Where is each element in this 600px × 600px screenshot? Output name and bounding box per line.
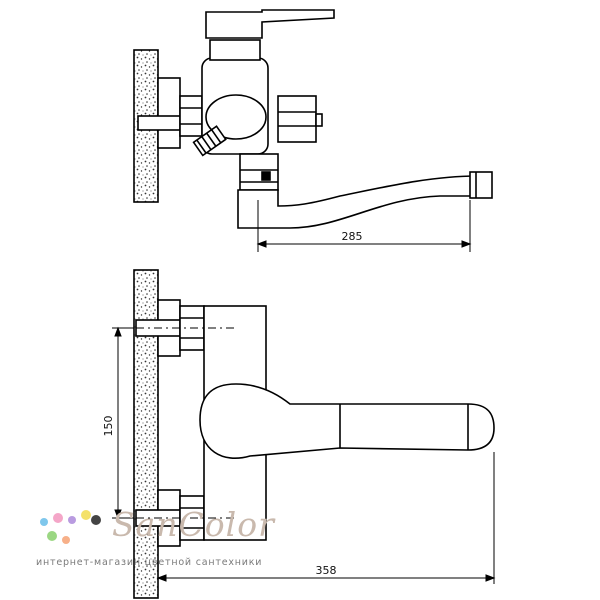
spout-front [199, 383, 495, 460]
hose-connector [192, 125, 227, 157]
dim-label-285: 285 [342, 230, 363, 243]
inlet-pipe-top [137, 115, 181, 131]
brand-dot [91, 515, 101, 525]
handle-lever [205, 9, 335, 39]
spout-stem [239, 153, 279, 191]
brand-dot [81, 510, 91, 520]
center-lines [136, 327, 236, 519]
front-view [133, 269, 495, 599]
brand-watermark-name: SanColor [112, 505, 275, 544]
dim-label-358: 358 [316, 564, 337, 577]
spout [237, 175, 477, 229]
cartridge-cap [209, 39, 261, 61]
dimension-150 [112, 326, 134, 520]
diverter-knob [277, 95, 317, 143]
brand-dot [40, 518, 48, 526]
dim-label-150: 150 [102, 416, 115, 437]
hex-nut-top [179, 95, 203, 137]
body-oval [205, 94, 267, 140]
brand-dot [62, 536, 70, 544]
aerator [469, 171, 493, 199]
brand-dot [47, 531, 57, 541]
dimension-285 [256, 200, 472, 252]
side-view [133, 9, 493, 229]
dimension-358 [156, 452, 496, 584]
brand-dot [68, 516, 76, 524]
brand-logo-dots [40, 510, 101, 544]
wall-flange-top [157, 77, 181, 149]
brand-watermark-tagline: интернет-магазин цветной сантехники [36, 557, 263, 568]
brand-dot [53, 513, 63, 523]
